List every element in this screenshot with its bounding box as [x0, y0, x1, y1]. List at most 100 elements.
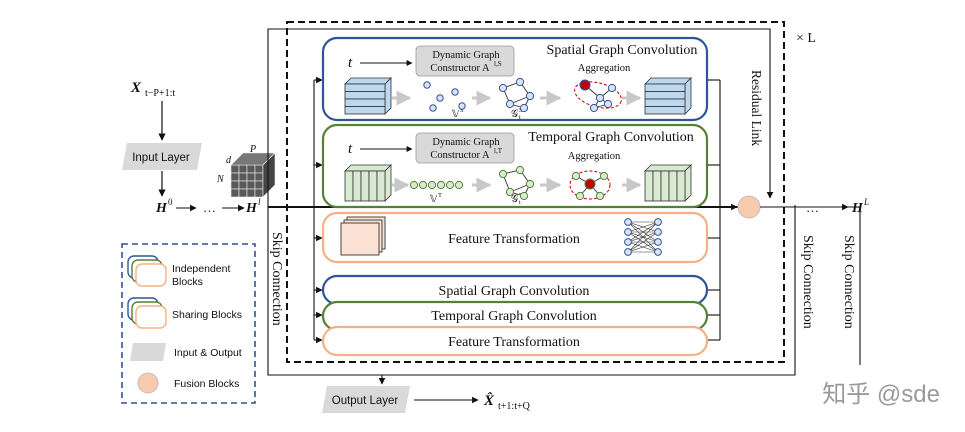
spatial-agg-node	[603, 99, 613, 109]
feature-mlp-node	[654, 228, 662, 236]
skip-connection-label-left: Skip Connection	[269, 232, 284, 326]
tensor-cell	[246, 172, 256, 182]
input-tensor-cube: d P N	[216, 144, 276, 198]
residual-link-label: Residual Link	[749, 70, 764, 146]
temporal-node	[418, 180, 428, 190]
spatial-agg-node	[607, 83, 617, 93]
spatial-output-tensor	[644, 77, 692, 115]
spatial-aggregation-label: Aggregation	[578, 63, 631, 74]
svg-text:d: d	[226, 155, 232, 166]
svg-text:Sharing Blocks: Sharing Blocks	[172, 309, 242, 321]
tensor-cell	[238, 188, 248, 198]
legend-io: Input & Output	[130, 343, 242, 361]
tensor-cell	[254, 164, 264, 174]
feature-tensor-layer	[340, 222, 380, 256]
legend-independent: Independent Blocks	[127, 255, 230, 288]
spatial-node	[423, 81, 431, 89]
hl-label: H l	[245, 197, 261, 216]
output-layer: Output Layer	[322, 386, 410, 413]
svg-text:Constructor A: Constructor A	[430, 150, 490, 161]
temporal-agg-node	[575, 191, 585, 201]
temporal-node	[409, 180, 419, 190]
temporal-graph-node	[505, 187, 515, 197]
svg-text:Independent: Independent	[172, 263, 230, 275]
spatial-graph-node	[498, 83, 508, 93]
spatial-agg-node	[589, 103, 599, 113]
spatial-graph-node	[525, 91, 535, 101]
svg-text:𝕍: 𝕍	[430, 194, 438, 205]
output-variable: X̂ t+1:t+Q	[483, 391, 531, 412]
svg-text:S: S	[460, 107, 464, 114]
feature-mlp-node	[654, 218, 662, 226]
feature-mlp-edge	[627, 221, 659, 253]
tensor-side	[262, 152, 276, 198]
svg-text:𝒢: 𝒢	[511, 109, 518, 120]
temporal-aggregation-label: Aggregation	[568, 151, 621, 162]
svg-text:t: t	[519, 114, 521, 121]
svg-text:Dynamic Graph: Dynamic Graph	[432, 137, 500, 148]
spatial-graph-convolution-block: Spatial Graph Convolution t Dynamic Grap…	[321, 36, 709, 122]
feature-mlp-node	[624, 228, 632, 236]
feature-illustration	[340, 216, 662, 256]
temporal-graph-node	[519, 191, 529, 201]
h0-label: H 0	[155, 197, 173, 216]
spatial-node	[451, 88, 459, 96]
spatial-title: Spatial Graph Convolution	[547, 43, 698, 58]
svg-text:P: P	[249, 144, 256, 155]
svg-text:Spatial Graph Convolution: Spatial Graph Convolution	[439, 284, 590, 299]
dots-left: …	[203, 200, 216, 215]
spatial-graph-node	[505, 99, 515, 109]
tensor-cell	[254, 188, 264, 198]
temporal-node	[436, 180, 446, 190]
feature-mlp-edge	[627, 241, 659, 253]
tensor-cell	[230, 180, 240, 190]
svg-text:H: H	[851, 201, 864, 216]
svg-text:H: H	[155, 201, 168, 216]
spatial-node	[429, 104, 437, 112]
residual-link-line	[267, 28, 774, 207]
feature-mlp-edge	[627, 231, 659, 253]
spatial-graph-node	[519, 103, 529, 113]
svg-text:l,S: l,S	[494, 60, 502, 68]
legend-sharing: Sharing Blocks	[127, 297, 242, 329]
temporal-aggregation-halo	[569, 170, 611, 200]
svg-text:l: l	[258, 197, 261, 207]
temporal-agg-node	[599, 171, 609, 181]
svg-text:𝕍: 𝕍	[452, 109, 460, 120]
feature-mlp-edge	[627, 221, 659, 243]
shared-spatial-block: Spatial Graph Convolution	[321, 274, 709, 306]
spatial-node	[436, 94, 444, 102]
feature-mlp-node	[624, 218, 632, 226]
svg-text:X: X	[130, 80, 142, 96]
temporal-node	[454, 180, 464, 190]
svg-text:L: L	[863, 197, 869, 207]
skip-connection-label-right: Skip Connection	[841, 235, 856, 329]
temporal-graph-node	[515, 165, 525, 175]
svg-text:T: T	[438, 192, 442, 199]
feature-title: Feature Transformation	[448, 232, 580, 247]
svg-text:N: N	[216, 174, 225, 185]
feature-mlp-node	[654, 238, 662, 246]
svg-text:0: 0	[168, 197, 173, 207]
svg-text:t−P+1:t: t−P+1:t	[145, 88, 175, 99]
temporal-node	[427, 180, 437, 190]
spatial-input-tensor	[344, 77, 392, 115]
svg-text:Fusion Blocks: Fusion Blocks	[174, 378, 239, 390]
skip-connection-inner-line	[267, 205, 796, 376]
temporal-dynamic-graph-constructor: Dynamic Graph Constructor A l,T	[415, 132, 515, 164]
shared-feature-block: Feature Transformation	[321, 325, 709, 357]
tensor-cell	[230, 188, 240, 198]
svg-text:Blocks: Blocks	[172, 276, 203, 288]
fusion-block	[737, 195, 761, 219]
tensor-cell	[238, 164, 248, 174]
feature-mlp-node	[654, 248, 662, 256]
svg-text:t: t	[519, 199, 521, 206]
svg-text:Constructor A: Constructor A	[430, 63, 490, 74]
feature-mlp-edge	[627, 221, 659, 233]
watermark: 知乎 @sde	[822, 381, 940, 408]
tensor-cell	[254, 172, 264, 182]
legend-fusion: Fusion Blocks	[137, 372, 239, 394]
temporal-t: t	[348, 141, 353, 157]
repeat-L-label: × L	[796, 31, 816, 46]
spatial-agg-node	[595, 93, 605, 103]
